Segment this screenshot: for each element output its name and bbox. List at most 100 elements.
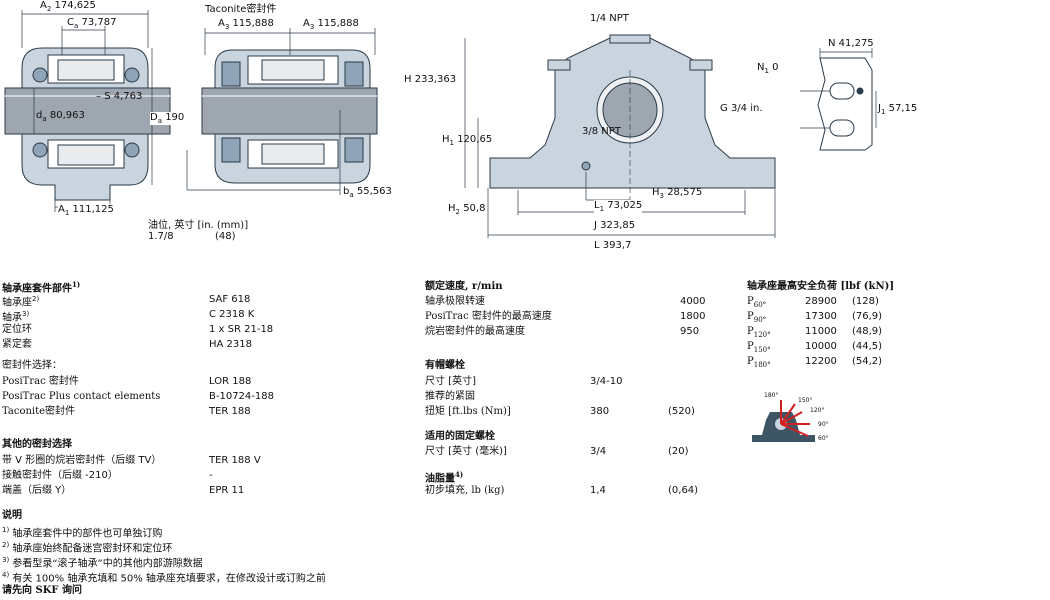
dim-L1: L1 73,025 [594, 200, 643, 213]
dim-N: N 41,275 [828, 38, 874, 49]
speed-row: PosiTrac 密封件的最高速度 [425, 311, 552, 322]
angle-label: 120° [810, 407, 825, 414]
load-value-kn: (54,2) [852, 356, 883, 367]
load-value-kn: (48,9) [852, 326, 883, 337]
mount-bolts-row: 尺寸 [英寸 (毫米)] [425, 446, 507, 457]
assembly-row: 轴承3) [2, 310, 30, 324]
note-item: 1) 轴承座套件中的部件也可单独订购 [2, 526, 163, 540]
load-value-kn: (44,5) [852, 341, 883, 352]
load-symbol: P90° [747, 311, 767, 324]
seal-value: LOR 188 [209, 376, 252, 387]
other-seal-value: - [209, 470, 213, 481]
cap-bolts-title: 有帽螺栓 [425, 360, 465, 371]
angle-label: 60° [818, 435, 829, 442]
speed-value: 4000 [680, 296, 706, 307]
mount-bolts-title: 适用的固定螺栓 [425, 431, 495, 442]
dim-H: H 233,363 [404, 74, 457, 85]
load-value: 10000 [805, 341, 837, 352]
load-value-kn: (76,9) [852, 311, 883, 322]
dim-H1: H1 120,65 [442, 134, 493, 147]
load-symbol: P120° [747, 326, 771, 339]
taconite-title: Taconite密封件 [205, 4, 277, 15]
dim-A1: A1 111,125 [58, 204, 114, 217]
cap-bolts-value-mm: (520) [668, 406, 695, 417]
assembly-value: HA 2318 [209, 339, 252, 350]
dim-G: G 3/4 in. [720, 103, 763, 114]
other-seal-row: 端盖（后缀 Y） [2, 485, 72, 496]
load-symbol: P60° [747, 296, 767, 309]
assembly-value: C 2318 K [209, 309, 255, 320]
notes-footer: 请先向 SKF 询问 [2, 585, 82, 596]
angle-label: 150° [798, 397, 813, 404]
dim-A3-right: A3 115,888 [303, 18, 359, 31]
speed-row: 烷岩密封件的最高速度 [425, 326, 525, 337]
load-value: 12200 [805, 356, 837, 367]
other-seal-title: 其他的密封选择 [2, 439, 72, 450]
assembly-title: 轴承座套件部件1) [2, 280, 81, 295]
dim-A2: A2 174,625 [40, 0, 96, 13]
assembly-value: SAF 618 [209, 294, 251, 305]
dim-J: J 323,85 [594, 220, 636, 231]
speed-value: 1800 [680, 311, 706, 322]
notes-title: 说明 [2, 510, 22, 521]
oil-level-inch: 1.7/8 [148, 231, 174, 242]
dim-N1: N1 0 [757, 62, 779, 75]
shaft-taconite [201, 87, 378, 135]
dim-Ca: Ca 73,787 [67, 17, 117, 30]
dim-A3-left: A3 115,888 [218, 18, 274, 31]
cap-bolts-value: 3/4-10 [590, 376, 623, 387]
seal-row: PosiTrac 密封件 [2, 376, 79, 387]
dim-npt-mid: 3/8 NPT [582, 126, 621, 137]
load-symbol: P180° [747, 356, 771, 369]
grease-row: 初步填充, lb (kg) [425, 485, 505, 496]
dim-H3: H3 28,575 [652, 187, 703, 200]
other-seal-row: 接触密封件（后缀 -210） [2, 470, 118, 481]
mount-bolts-value-mm: (20) [668, 446, 689, 457]
dim-J1: J1 57,15 [878, 103, 918, 116]
cap-bolts-row: 尺寸 [英寸] [425, 376, 476, 387]
load-value: 17300 [805, 311, 837, 322]
other-seal-value: EPR 11 [209, 485, 245, 496]
oil-level-mm: (48) [215, 231, 236, 242]
cap-bolts-row: 扭矩 [ft.lbs (Nm)] [425, 406, 511, 417]
speed-title: 额定速度, r/min [425, 281, 503, 292]
shaft-left [4, 87, 171, 135]
seal-row: Taconite密封件 [2, 406, 76, 417]
note-item: 3) 参看型录“滚子轴承”中的其他内部游隙数据 [2, 556, 203, 570]
grease-value-kg: (0,64) [668, 485, 699, 496]
housing-front-view [489, 34, 776, 189]
grease-title: 油脂量4) [425, 470, 464, 485]
assembly-value: 1 x SR 21-18 [209, 324, 274, 335]
loads-title: 轴承座最高安全负荷 [lbf (kN)] [747, 281, 895, 292]
dim-Da: Da 190 [150, 112, 185, 125]
dim-H2: H2 50,8 [448, 203, 486, 216]
dim-S: – S 4,763 [96, 91, 143, 102]
load-angle-diagram [752, 400, 815, 442]
dim-da: da 80,963 [36, 110, 85, 123]
seal-row: PosiTrac Plus contact elements [2, 391, 161, 402]
assembly-row: 紧定套 [2, 339, 32, 350]
oil-level-label: 油位, 英寸 [in. (mm)] [148, 220, 249, 231]
assembly-row: 定位环 [2, 324, 32, 335]
load-value: 11000 [805, 326, 837, 337]
angle-label: 90° [818, 421, 829, 428]
note-item: 4) 有关 100% 轴承充填和 50% 轴承座充填要求，在修改设计或订购之前 [2, 571, 326, 585]
angle-label: 180° [764, 392, 779, 399]
grease-value: 1,4 [590, 485, 606, 496]
load-value-kn: (128) [852, 296, 879, 307]
load-symbol: P150° [747, 341, 771, 354]
note-item: 2) 轴承座始终配备迷宫密封环和定位环 [2, 541, 173, 555]
seal-value: B-10724-188 [209, 391, 274, 402]
assembly-row: 轴承座2) [2, 295, 40, 309]
speed-value: 950 [680, 326, 700, 337]
other-seal-value: TER 188 V [209, 455, 261, 466]
foot-slot-detail [817, 57, 873, 151]
seal-value: TER 188 [209, 406, 251, 417]
speed-row: 轴承极限转速 [425, 296, 485, 307]
load-value: 28900 [805, 296, 837, 307]
cap-bolts-value: 380 [590, 406, 610, 417]
dim-npt-top: 1/4 NPT [590, 13, 629, 24]
other-seal-row: 带 V 形圈的烷岩密封件（后缀 TV） [2, 455, 162, 466]
seal-choice-title: 密封件选择： [2, 360, 62, 371]
